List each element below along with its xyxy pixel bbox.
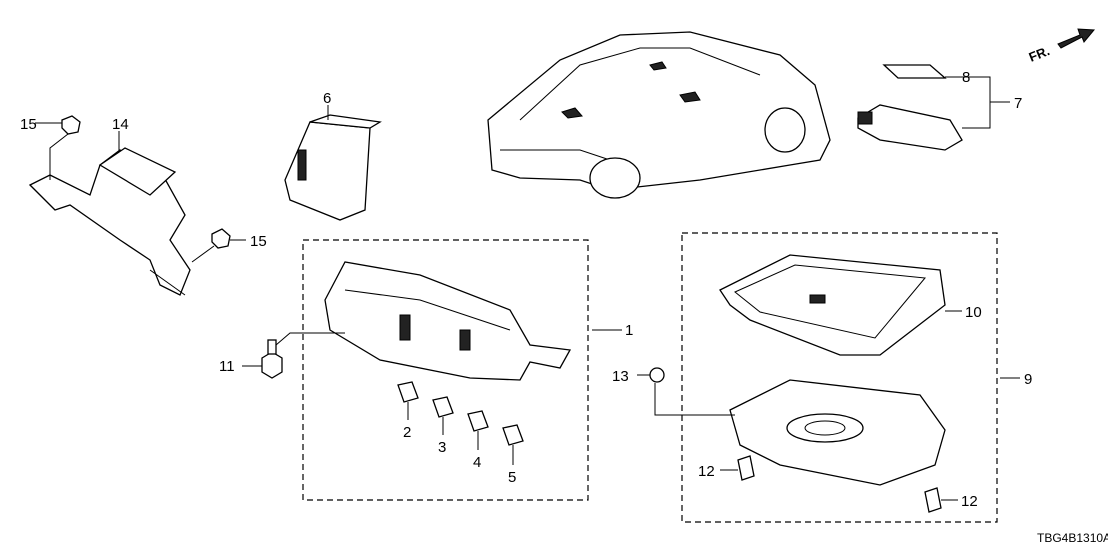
part-15-nut-bottom [191,228,246,263]
part-1-group-box [302,239,589,501]
part-14-bracket-unit [28,147,191,296]
part-10-charger-cover [719,254,946,356]
part-9-charger-base [729,379,946,486]
part-8-cover [882,64,947,79]
callout-15-bottom: 15 [250,233,267,250]
callout-5: 5 [508,469,516,486]
callout-6: 6 [323,90,331,107]
part-7-key-fob [857,104,963,151]
part-9-group-box [681,232,998,523]
callout-2: 2 [403,424,411,441]
callout-12-right: 12 [961,493,978,510]
part-1-fuse-box [324,261,572,381]
vehicle-reference-illustration [487,31,831,199]
front-label: FR. [1027,43,1052,65]
callout-1: 1 [625,322,633,339]
callout-15-top: 15 [20,116,37,133]
callout-7: 7 [1014,95,1022,112]
part-12-clip-right [924,487,958,513]
callout-13: 13 [612,368,629,385]
front-direction-indicator: FR. [1027,28,1096,65]
part-11-bolt [242,332,345,379]
part-13-screw [637,367,735,416]
callout-10: 10 [965,304,982,321]
callout-8: 8 [962,69,970,86]
callout-12-left: 12 [698,463,715,480]
callout-14: 14 [112,116,129,133]
callout-9: 9 [1024,371,1032,388]
callout-4: 4 [473,454,481,471]
relay-parts [397,381,524,465]
diagram-code: TBG4B1310A [1037,531,1108,545]
callout-3: 3 [438,439,446,456]
part-15-nut-top [35,115,81,180]
part-12-clip-left [720,455,755,481]
front-arrow-icon [1057,28,1096,49]
part-6-control-module [284,105,382,221]
callout-11: 11 [219,358,235,375]
